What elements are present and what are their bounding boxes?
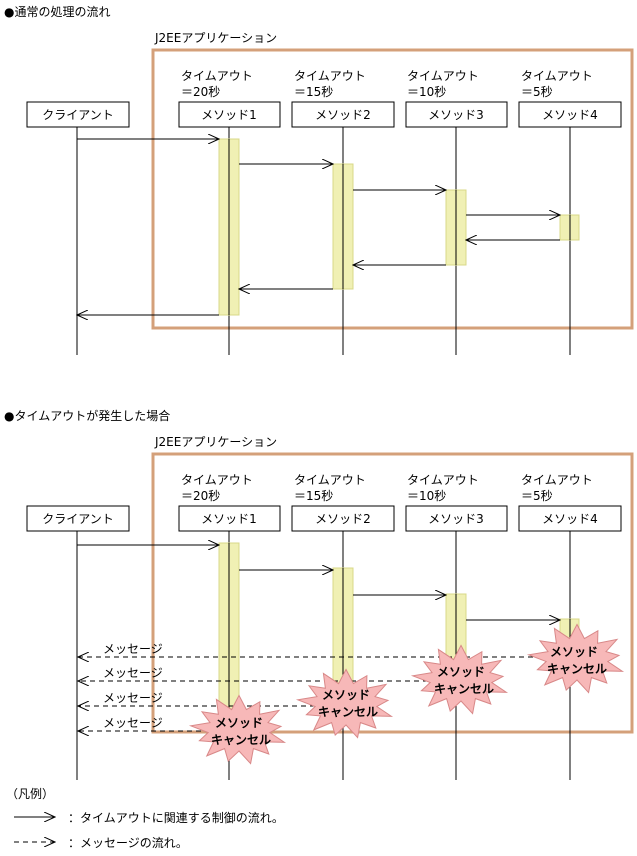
timeout-label-1: タイムアウト (181, 69, 253, 83)
timeout-value-1: ＝20秒 (181, 489, 220, 503)
section1-j2ee-container (151, 48, 634, 330)
method1-label: メソッド1 (201, 108, 257, 122)
section1-activation-lines (228, 139, 571, 315)
burst-line2: キャンセル (547, 662, 607, 676)
section2-activations (218, 542, 580, 734)
cancel-burst-method3: メソッド キャンセル (410, 644, 509, 715)
method1-box (178, 101, 281, 128)
section2-heading: ●タイムアウトが発生した場合 (4, 408, 170, 423)
section1-heading: ●通常の処理の流れ (4, 5, 110, 19)
method1-box (178, 505, 281, 532)
section1-timeout-labels: タイムアウト ＝20秒 タイムアウト ＝15秒 タイムアウト ＝10秒 タイムア… (181, 69, 593, 99)
burst-line1: メソッド (550, 645, 598, 659)
timeout-label-2: タイムアウト (294, 69, 366, 83)
legend-solid-desc: ：タイムアウトに関連する制御の流れ。 (68, 810, 284, 825)
section1-container-label: J2EEアプリケーション (154, 31, 277, 45)
section1-lifelines (76, 127, 571, 355)
method3-label: メソッド3 (428, 108, 484, 122)
method3-box (405, 505, 508, 532)
burst-line1: メソッド (437, 665, 485, 679)
message-label: メッセージ (103, 666, 163, 680)
burst-line2: キャンセル (211, 733, 271, 747)
method2-box (291, 505, 395, 532)
message-label: メッセージ (103, 691, 163, 705)
method2-label: メソッド2 (315, 512, 371, 526)
burst-line2: キャンセル (434, 682, 494, 696)
section1-calls (77, 139, 560, 315)
message-label: メッセージ (103, 642, 163, 656)
method4-label: メソッド4 (542, 108, 598, 122)
section2-cancel-bursts: メソッド キャンセル メソッド キャンセル メソッド キャンセル メソッド キャ… (188, 623, 625, 765)
client-box (26, 505, 130, 532)
timeout-label-1: タイムアウト (181, 473, 253, 487)
method3-label: メソッド3 (428, 512, 484, 526)
timeout-label-2: タイムアウト (294, 473, 366, 487)
burst-line1: メソッド (215, 716, 263, 730)
section2-message-labels: メッセージ メッセージ メッセージ メッセージ (103, 642, 163, 730)
section2-j2ee-container (151, 452, 634, 734)
burst-shape (188, 694, 287, 765)
client-label: クライアント (42, 512, 114, 526)
timeout-value-4: ＝5秒 (521, 489, 553, 503)
legend-dashed-desc: ：メッセージの流れ。 (68, 836, 188, 850)
timeout-label-3: タイムアウト (407, 473, 479, 487)
method4-box (518, 101, 622, 128)
timeout-value-4: ＝5秒 (521, 85, 553, 99)
legend-title: （凡例） (6, 787, 54, 801)
timeout-label-3: タイムアウト (407, 69, 479, 83)
timeout-value-3: ＝10秒 (407, 85, 446, 99)
timeout-label-4: タイムアウト (521, 473, 593, 487)
method2-label: メソッド2 (315, 108, 371, 122)
section2-messages (78, 657, 560, 731)
timeout-value-2: ＝15秒 (294, 489, 333, 503)
burst-shape (410, 644, 509, 715)
method1-label: メソッド1 (201, 512, 257, 526)
burst-shape (526, 623, 625, 694)
method4-label: メソッド4 (542, 512, 598, 526)
cancel-burst-method2: メソッド キャンセル (295, 668, 394, 739)
timeout-value-2: ＝15秒 (294, 85, 333, 99)
timeout-label-4: タイムアウト (521, 69, 593, 83)
section2-timeout-labels: タイムアウト ＝20秒 タイムアウト ＝15秒 タイムアウト ＝10秒 タイムア… (181, 473, 593, 503)
cancel-burst-method1: メソッド キャンセル (188, 694, 287, 765)
cancel-burst-method4: メソッド キャンセル (526, 623, 625, 694)
method3-box (405, 101, 508, 128)
timeout-value-1: ＝20秒 (181, 85, 220, 99)
burst-shape (295, 668, 394, 739)
burst-line1: メソッド (322, 688, 370, 702)
client-label: クライアント (42, 108, 114, 122)
burst-line2: キャンセル (318, 705, 378, 719)
client-box (26, 101, 130, 128)
legend: （凡例） ：タイムアウトに関連する制御の流れ。 ：メッセージの流れ。 (6, 787, 284, 850)
section2-participants: クライアント メソッド1 メソッド2 メソッド3 メソッド4 (26, 505, 622, 532)
section2-activation-lines (228, 543, 571, 733)
section1-participants: クライアント メソッド1 メソッド2 メソッド3 メソッド4 (26, 101, 622, 128)
message-label: メッセージ (103, 716, 163, 730)
timeout-value-3: ＝10秒 (407, 489, 446, 503)
method4-box (518, 505, 622, 532)
method2-box (291, 101, 395, 128)
section2-calls (77, 545, 560, 620)
section2-container-label: J2EEアプリケーション (154, 435, 277, 449)
